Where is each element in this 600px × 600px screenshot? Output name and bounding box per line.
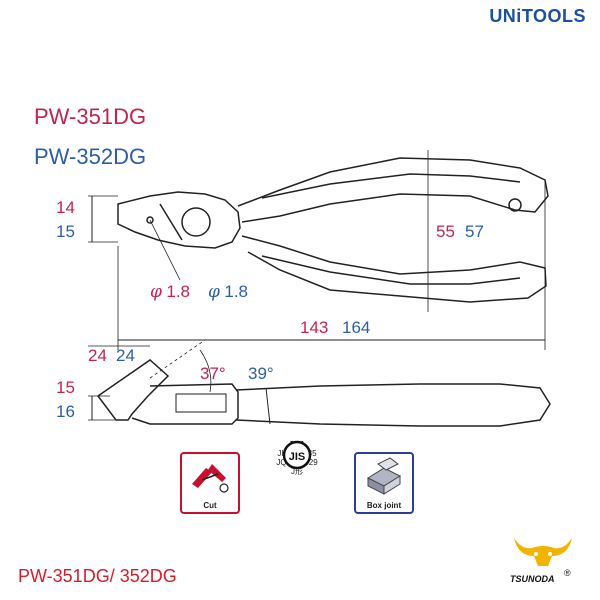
side-handle [235, 383, 551, 427]
side-body [131, 383, 239, 425]
phi-symbol: φ [150, 282, 162, 302]
model-blue: PW-352DG [34, 144, 147, 169]
cut-label: Cut [203, 501, 217, 510]
tsunoda-logo: TSUNODA ® [508, 530, 578, 592]
width-dim-blue: 57 [465, 222, 484, 241]
jis-badge: JIS JQA JIS B 4635 JQ0306029 J形 [262, 440, 332, 476]
brand-logo: UNiTOOLS [489, 6, 586, 27]
phi-value-blue: 1.8 [224, 282, 248, 301]
logo-text: TSUNODA [510, 574, 555, 584]
side-b-red: 15 [56, 378, 75, 397]
jis-mark-icon: JIS [282, 440, 312, 470]
side-head-outline [96, 359, 170, 421]
box-joint-label: Box joint [366, 501, 402, 510]
length-dim-blue: 164 [342, 318, 371, 337]
side-a-red: 24 [88, 346, 107, 365]
box-joint-badge: Box joint [354, 452, 414, 514]
cut-badge: Cut [180, 452, 240, 514]
side-a-blue: 24 [116, 346, 135, 365]
jaw-dim-blue: 15 [56, 222, 75, 241]
pivot-circle [181, 207, 211, 237]
box-joint-icon [366, 457, 402, 495]
registered-mark: ® [564, 568, 571, 578]
top-head-outline [117, 191, 241, 249]
jis-line3: J形 [291, 467, 303, 476]
angle-blue: 39° [248, 364, 274, 383]
width-dim-red: 55 [436, 222, 455, 241]
jaw-dim-red: 14 [56, 198, 75, 217]
angle-red: 37° [200, 364, 226, 383]
top-handle-lower [241, 235, 547, 303]
footer-model: PW-351DG/ 352DG [18, 566, 177, 586]
bull-logo-icon [514, 538, 572, 566]
side-b-blue: 16 [56, 402, 75, 421]
phi-label-red: φ 1.8 [150, 282, 190, 302]
phi-label-blue: φ 1.8 [208, 282, 248, 302]
model-red: PW-351DG [34, 104, 147, 129]
brand-part2: TOOLS [521, 6, 586, 26]
cut-icon [192, 464, 229, 493]
jis-mark-text: JIS [289, 451, 306, 463]
phi-symbol: φ [208, 282, 220, 302]
top-handle-upper [237, 157, 549, 223]
brand-part1: UNi [489, 6, 522, 26]
handle-hole [508, 198, 522, 212]
phi-value-red: 1.8 [166, 282, 190, 301]
length-dim-red: 143 [300, 318, 329, 337]
